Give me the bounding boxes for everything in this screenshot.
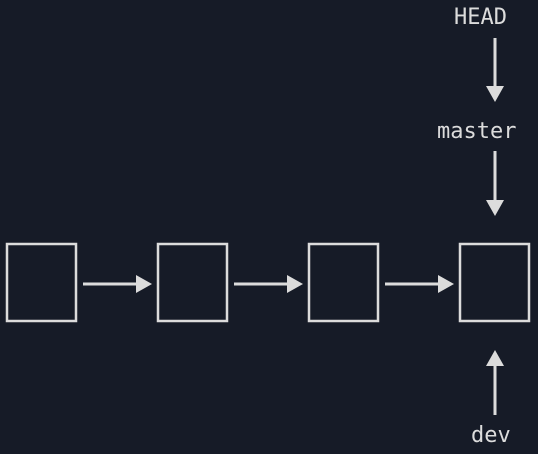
master-branch-label: master [437,119,517,144]
commit-box-2 [156,242,229,323]
dev-branch-label: dev [471,423,511,448]
head-ref-label: HEAD [454,5,507,30]
commit-arrow-1-2 [83,275,152,293]
commit-box-1 [5,242,78,323]
dev-to-commit-arrow [486,350,504,415]
head-to-master-arrow [486,38,504,102]
commit-box-4 [458,242,531,323]
commit-arrow-3-4 [385,275,454,293]
commit-box-3 [307,242,380,323]
commit-arrow-2-3 [234,275,303,293]
master-to-commit-arrow [486,151,504,216]
